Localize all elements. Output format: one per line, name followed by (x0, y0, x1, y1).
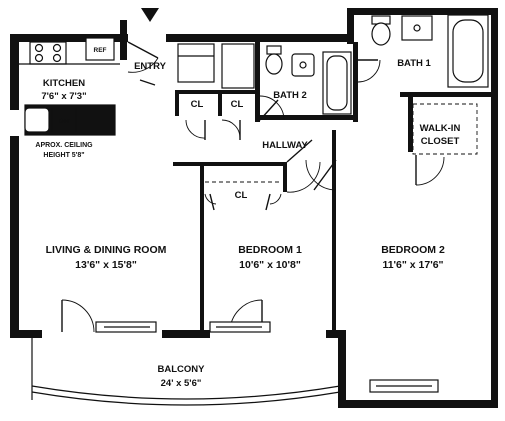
kitchen-fixtures (19, 37, 120, 133)
bedroom1-size: 10'6" x 10'8" (239, 259, 301, 271)
closet3-label: CL (235, 190, 248, 201)
sink (401, 15, 433, 41)
toilet-bowl (265, 53, 283, 75)
toilet-tank (266, 45, 282, 55)
ceiling-label-1: APROX. CEILING (35, 142, 93, 149)
kitchen-label: KITCHEN (43, 78, 85, 89)
walkin-fixtures (412, 103, 478, 186)
balcony-openings (61, 299, 439, 393)
closet1-label: CL (191, 99, 204, 110)
balcony-size: 24' x 5'6" (161, 378, 202, 389)
balcony-outline (31, 338, 341, 406)
balcony-label: BALCONY (158, 364, 206, 375)
toilet-bowl (371, 22, 391, 46)
room-labels: REF KITCHEN 7'6" x 7'3" DW APROX. CEILIN… (35, 47, 460, 389)
closet2-label: CL (231, 99, 244, 110)
living-size: 13'6" x 15'8" (75, 259, 137, 271)
bath1-fixtures (357, 14, 489, 88)
kitchen-size: 7'6" x 7'3" (41, 91, 86, 102)
stove (29, 41, 67, 65)
walkin-label-1: WALK-IN (420, 123, 461, 134)
refrigerator (85, 37, 115, 61)
interior-walls (24, 20, 491, 332)
bedroom2-label: BEDROOM 2 (381, 244, 445, 256)
walkin-label-2: CLOSET (421, 136, 460, 147)
dw-label: DW (59, 118, 71, 125)
bath2-fixtures (259, 45, 352, 121)
entry-label: ENTRY (134, 61, 167, 72)
living-label: LIVING & DINING ROOM (46, 244, 167, 256)
exterior-walls (10, 8, 498, 408)
bedroom1-label: BEDROOM 1 (238, 244, 302, 256)
bath1-label: BATH 1 (397, 58, 431, 69)
hallway-label: HALLWAY (262, 140, 308, 151)
ceiling-label-2: HEIGHT 5'8" (43, 152, 84, 159)
washer-dryer (177, 43, 215, 83)
bedroom2-size: 11'6" x 17'6" (382, 259, 443, 271)
ref-label: REF (94, 47, 107, 54)
entry-area (127, 8, 255, 140)
bedroom1-closet (204, 181, 282, 211)
bath2-label: BATH 2 (273, 90, 307, 101)
sink (24, 107, 50, 133)
hallway-doors (286, 139, 337, 193)
sink (291, 53, 315, 77)
triangle-down-icon (141, 8, 159, 22)
